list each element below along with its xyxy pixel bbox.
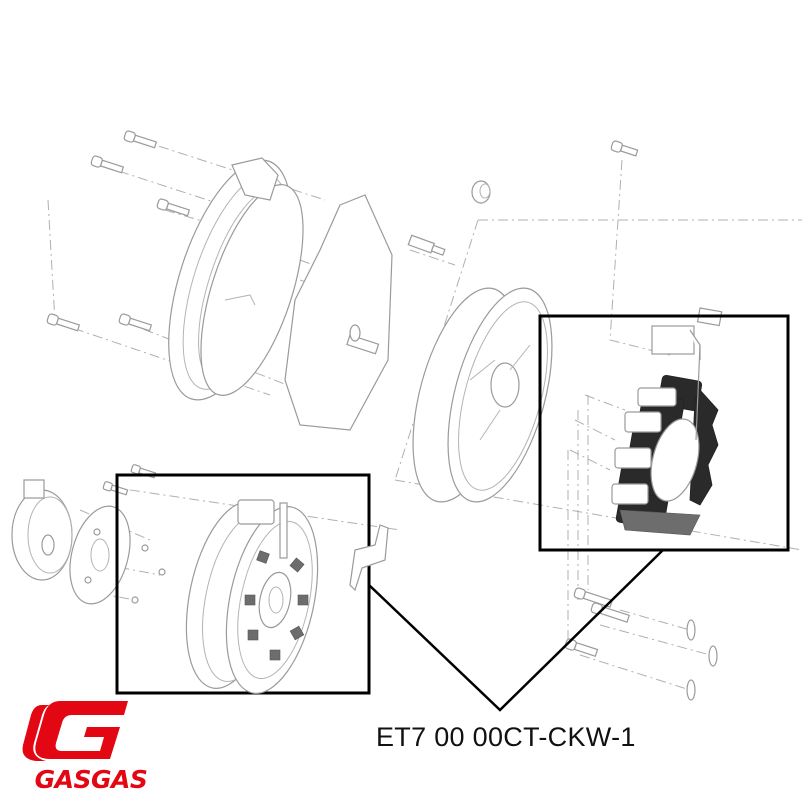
bracket <box>349 524 389 592</box>
gasgas-logo: GASGAS <box>20 697 162 797</box>
brand-wordmark: GASGAS <box>34 765 148 794</box>
stator-wire-harness <box>696 235 791 327</box>
pickup-and-plate <box>11 464 166 605</box>
gasgas-g-emblem-icon <box>22 701 128 761</box>
engine-cover <box>168 157 304 401</box>
flywheel-rotor <box>412 287 553 503</box>
cover-bolts <box>46 130 639 332</box>
mounting-bolts-bottom <box>564 587 718 701</box>
stator-teeth <box>244 550 309 661</box>
stator-detail-callout <box>538 314 790 552</box>
callout-leader-lines[interactable] <box>368 549 664 712</box>
cover-gasket <box>284 194 393 431</box>
stator-assembly-callout <box>115 473 371 695</box>
small-fasteners <box>407 180 491 256</box>
part-number-label: ET7 00 00CT-CKW-1 <box>376 722 636 752</box>
